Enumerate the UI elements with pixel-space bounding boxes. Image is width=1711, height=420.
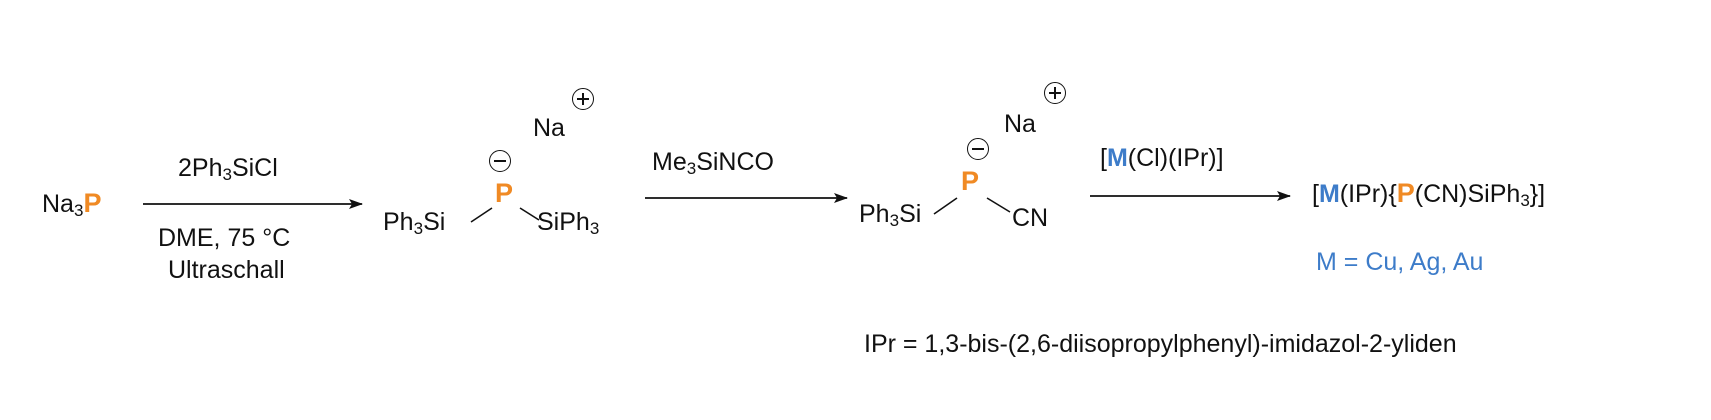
- minus-charge-icon: [489, 150, 511, 172]
- ipr-definition: IPr = 1,3-bis-(2,6-diisopropylphenyl)-im…: [864, 330, 1457, 358]
- bond-si-p-2: [933, 197, 958, 215]
- condition-solvent-temp: DME, 75 °C: [158, 224, 291, 252]
- phosphorus-atom: P: [83, 188, 102, 218]
- silyl-group-2: Ph3Si: [859, 200, 922, 230]
- sodium-cation-2: Na: [1004, 110, 1036, 138]
- minus-charge-icon: [967, 138, 989, 160]
- silyl-group-right-1: SiPh3: [537, 208, 600, 238]
- plus-charge-icon: [572, 88, 594, 110]
- metal-list: M = Cu, Ag, Au: [1316, 248, 1484, 276]
- bond-si-p-1: [470, 207, 493, 223]
- cyano-group: CN: [1012, 204, 1049, 232]
- sodium-cation-1: Na: [533, 114, 565, 142]
- bond-p-cn: [986, 197, 1011, 213]
- phosphorus-atom: P: [961, 166, 980, 196]
- bond-p-si-1: [519, 207, 540, 221]
- product-complex: [M(IPr){P(CN)SiPh3}]: [1312, 178, 1546, 210]
- condition-ultrasound: Ultraschall: [168, 256, 285, 284]
- reagent-step-2: Me3SiNCO: [652, 148, 774, 178]
- reagent-step-3: [M(Cl)(IPr)]: [1100, 144, 1224, 172]
- phosphorus-atom: P: [495, 178, 514, 208]
- reagent-step-1: 2Ph3SiCl: [178, 154, 278, 184]
- plus-charge-icon: [1044, 82, 1066, 104]
- start-na3p: Na3P: [42, 188, 102, 220]
- silyl-group-left-1: Ph3Si: [383, 208, 446, 238]
